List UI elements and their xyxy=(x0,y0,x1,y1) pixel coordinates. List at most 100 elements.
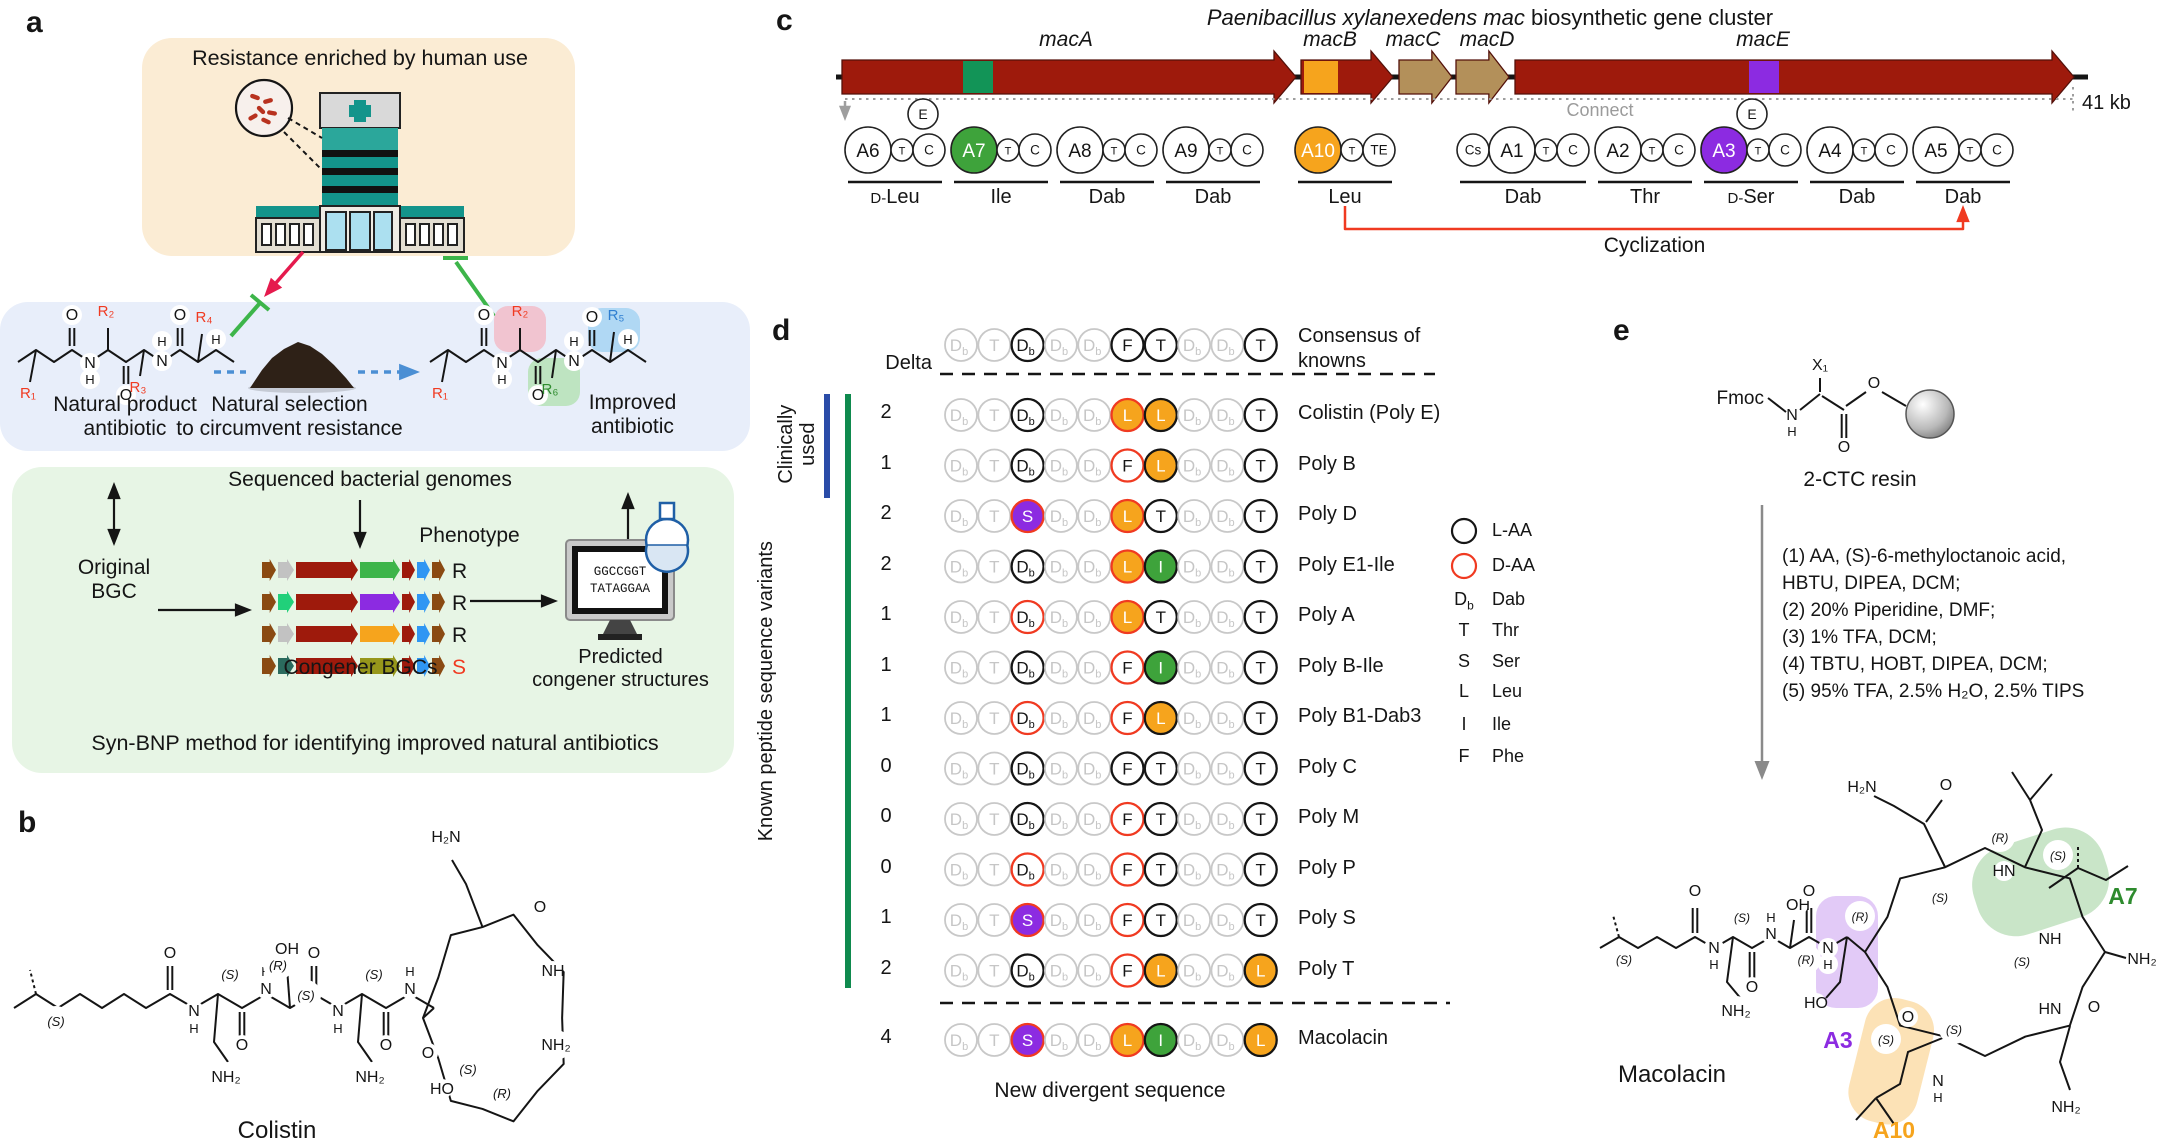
sequence-circle: Db xyxy=(1044,600,1078,634)
atom-label: H xyxy=(1766,910,1775,925)
atom-label: N xyxy=(188,1003,200,1020)
sequence-circle: T xyxy=(977,701,1012,735)
original-bgc-label: Original xyxy=(77,556,151,579)
sequence-circle: F xyxy=(1110,650,1145,685)
atom-label: (S) xyxy=(47,1014,64,1029)
sequence-circle: L xyxy=(1110,1022,1145,1058)
atom-label: (R) xyxy=(269,958,287,973)
r-group-label: R₃ xyxy=(130,379,147,396)
svg-text: A8 xyxy=(1068,141,1091,162)
atom-label: N xyxy=(1822,940,1834,957)
atom-label: O xyxy=(1902,1009,1914,1026)
svg-text:L: L xyxy=(1256,1031,1265,1050)
sequence-circle: T xyxy=(1243,498,1278,534)
atom-label: (S) xyxy=(1878,1033,1894,1047)
svg-text: T xyxy=(1861,146,1868,158)
atom-label: H xyxy=(333,1021,342,1036)
soil-pile xyxy=(248,342,356,393)
sequence-circle: T xyxy=(1243,801,1278,837)
svg-text: A3 xyxy=(1712,141,1735,162)
atom-label: (S) xyxy=(2014,955,2030,969)
a10-highlight xyxy=(1848,998,1935,1125)
svg-text:L: L xyxy=(1256,962,1265,981)
x1-label: X₁ xyxy=(1812,357,1828,374)
known-variants-label: Known peptide sequence variants xyxy=(754,541,777,842)
fmoc-label: Fmoc xyxy=(1717,388,1765,409)
a7-residue-label: A7 xyxy=(2108,883,2138,909)
sequence-circle: L xyxy=(1110,498,1145,534)
domain-circle-C xyxy=(1018,133,1052,167)
svg-text:S: S xyxy=(1022,911,1033,930)
natural-product-label: antibiotic xyxy=(83,417,167,440)
svg-text:L: L xyxy=(1156,406,1165,425)
sequence-circle: Db xyxy=(1177,802,1211,836)
sequence-circle: T xyxy=(977,903,1012,937)
svg-text:T: T xyxy=(989,336,999,355)
svg-text:T: T xyxy=(1256,659,1266,678)
sequence-circle: L xyxy=(1110,599,1145,635)
delta-value: 2 xyxy=(880,552,892,575)
sequence-circle: T xyxy=(1243,650,1278,685)
macolacin-name: Macolacin xyxy=(1617,1061,1727,1088)
svg-text: C xyxy=(1674,143,1684,158)
sequence-circle: T xyxy=(1243,700,1278,736)
colistin-structure: (S)ONH(S)NH₂OHN(R)OH(S)ONH(S)NH₂OHNH₂NON… xyxy=(13,822,571,1123)
sequence-circle: T xyxy=(977,328,1012,362)
svg-text:L: L xyxy=(1123,406,1132,425)
svg-text: N xyxy=(1786,407,1798,424)
sequence-circle: T xyxy=(977,448,1012,483)
delta-value: 2 xyxy=(880,401,892,423)
sequence-circle: Db xyxy=(1077,600,1112,634)
sequence-circle: Db xyxy=(944,600,978,634)
flask-icon xyxy=(644,501,690,573)
svg-text: A4 xyxy=(1818,141,1842,162)
atom-label: O xyxy=(586,309,598,326)
sequence-circle: Db xyxy=(944,398,978,432)
svg-text:T: T xyxy=(1256,406,1266,425)
svg-text: E xyxy=(1747,106,1756,122)
phenotype-letter: R xyxy=(452,592,467,615)
sequence-circle: Db xyxy=(1077,1023,1112,1057)
sequence-circle: L xyxy=(1143,953,1178,988)
delta-value: 0 xyxy=(880,805,892,827)
sequence-circle: L xyxy=(1143,448,1178,483)
variant-name: Poly B xyxy=(1298,452,1356,475)
svg-text: H xyxy=(1787,424,1796,439)
variant-name: Poly B-Ile xyxy=(1298,654,1384,677)
sequence-circle: Db xyxy=(1044,549,1078,584)
sequence-circle: Db xyxy=(1210,903,1245,937)
svg-text:T: T xyxy=(989,406,999,425)
variant-name: Poly B1-Dab3 xyxy=(1298,705,1422,727)
svg-text: C xyxy=(1568,143,1578,158)
phenotype-letter: S xyxy=(452,656,466,679)
cyclization-label: Cyclization xyxy=(1603,234,1706,257)
svg-text: TE xyxy=(1370,143,1387,158)
sequence-circle: Db xyxy=(1044,499,1078,533)
sequence-circle: T xyxy=(977,650,1012,685)
atom-label: O xyxy=(1803,883,1815,900)
sequence-circle: L xyxy=(1243,1022,1278,1058)
sequence-circle: Db xyxy=(1077,328,1112,362)
sequence-circle: Db xyxy=(1210,448,1245,483)
sequence-circle: Db xyxy=(944,802,978,836)
a10-residue-label: A10 xyxy=(1872,1117,1916,1143)
atom-label: O xyxy=(174,307,186,324)
svg-text:L: L xyxy=(1156,457,1165,476)
aa-label: D-Leu xyxy=(870,186,919,208)
clinically-used-bar xyxy=(824,394,830,498)
atom-label: (R) xyxy=(1798,953,1815,967)
atom-label: O xyxy=(422,1045,434,1062)
predicted-structures-label: congener structures xyxy=(532,669,709,691)
gene-arrow-macE xyxy=(1514,49,2075,105)
svg-text:L: L xyxy=(1123,558,1132,577)
sequence-circle: Db xyxy=(1077,499,1112,533)
sequence-circle: T xyxy=(977,953,1012,988)
atom-label: HN xyxy=(2038,1001,2061,1018)
aa-label: Dab xyxy=(1945,186,1982,208)
svg-text:F: F xyxy=(1122,911,1132,930)
sequence-circle: Db xyxy=(1010,700,1045,736)
svg-text:T: T xyxy=(1256,760,1266,779)
svg-text:T: T xyxy=(1156,608,1166,627)
gene-segment xyxy=(963,61,993,93)
